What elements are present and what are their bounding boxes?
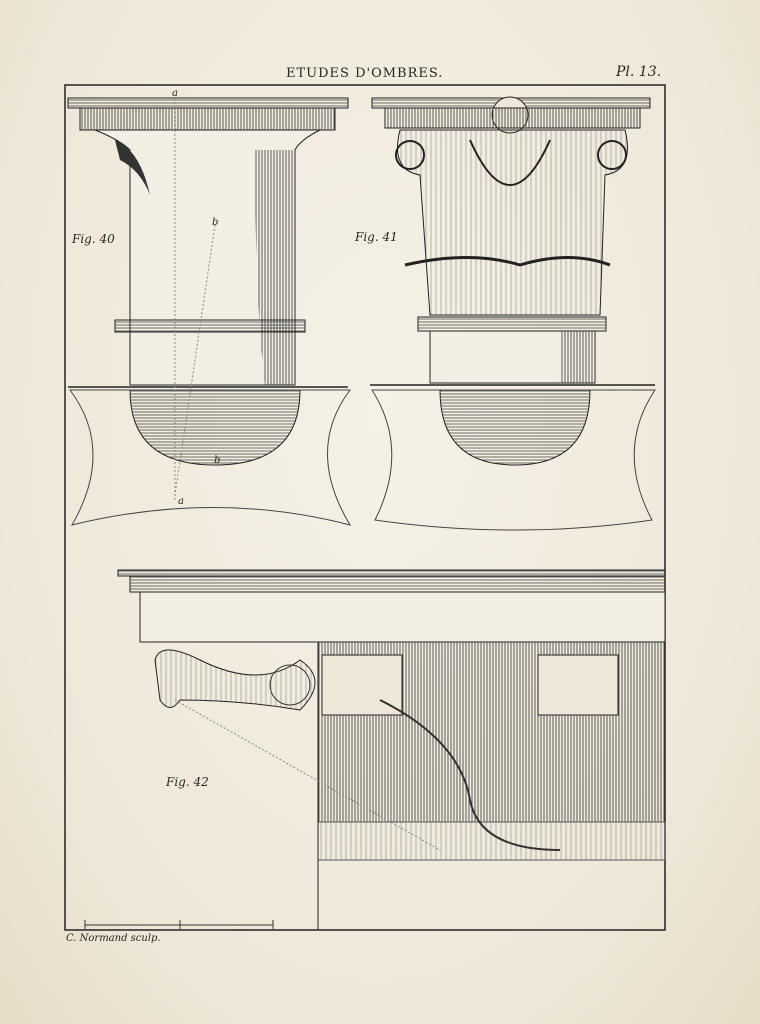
letter-b-upper: b bbox=[212, 217, 219, 228]
fig-40-doric-capital bbox=[67, 97, 352, 526]
fig-41-corinthian-capital bbox=[370, 96, 656, 531]
letter-a-top: a bbox=[172, 88, 178, 99]
fig-42-label: Fig. 42 bbox=[166, 775, 209, 789]
plate-frame bbox=[64, 84, 666, 931]
scale-bar bbox=[84, 920, 274, 929]
letter-b-lower: b bbox=[214, 455, 221, 466]
fig-40-label: Fig. 40 bbox=[72, 232, 115, 246]
plate-number: Pl. 13. bbox=[616, 64, 662, 80]
fig-41-label: Fig. 41 bbox=[355, 230, 398, 244]
letter-a-bottom: a bbox=[178, 496, 184, 507]
plate-title: ETUDES D'OMBRES. bbox=[286, 66, 444, 81]
engraver-signature: C. Normand sculp. bbox=[66, 933, 161, 944]
fig-42-cornice-modillions bbox=[117, 569, 666, 930]
